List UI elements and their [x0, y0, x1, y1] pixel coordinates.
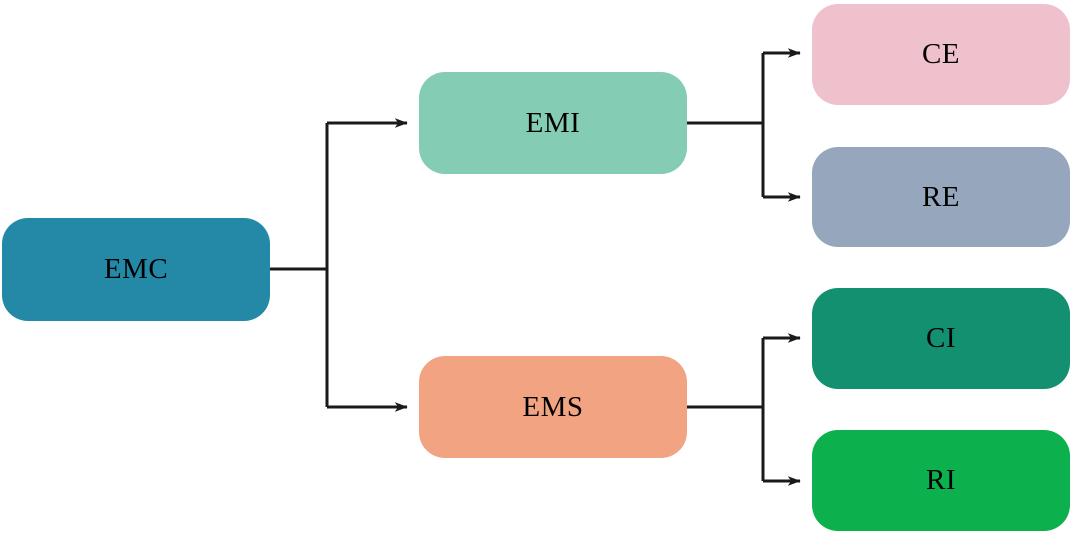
node-ci[interactable]: CI	[812, 288, 1070, 389]
node-ce[interactable]: CE	[812, 4, 1070, 105]
node-ci-label: CI	[926, 322, 956, 354]
edge-emi-ce-re	[687, 48, 801, 202]
node-ri[interactable]: RI	[812, 430, 1070, 531]
edge-ems-ci-ri	[687, 333, 801, 486]
node-ce-label: CE	[921, 38, 961, 70]
node-emc[interactable]: EMC	[2, 218, 270, 321]
node-emc-label: EMC	[103, 253, 169, 285]
edge-emc-emi-ems	[270, 118, 408, 412]
node-ems-label: EMS	[522, 390, 584, 423]
node-re-label: RE	[921, 180, 961, 213]
node-re[interactable]: RE	[812, 147, 1070, 247]
node-ems[interactable]: EMS	[419, 356, 687, 458]
node-emi[interactable]: EMI	[419, 72, 687, 174]
node-emi-label: EMI	[525, 106, 581, 139]
node-ri-label: RI	[926, 464, 956, 496]
